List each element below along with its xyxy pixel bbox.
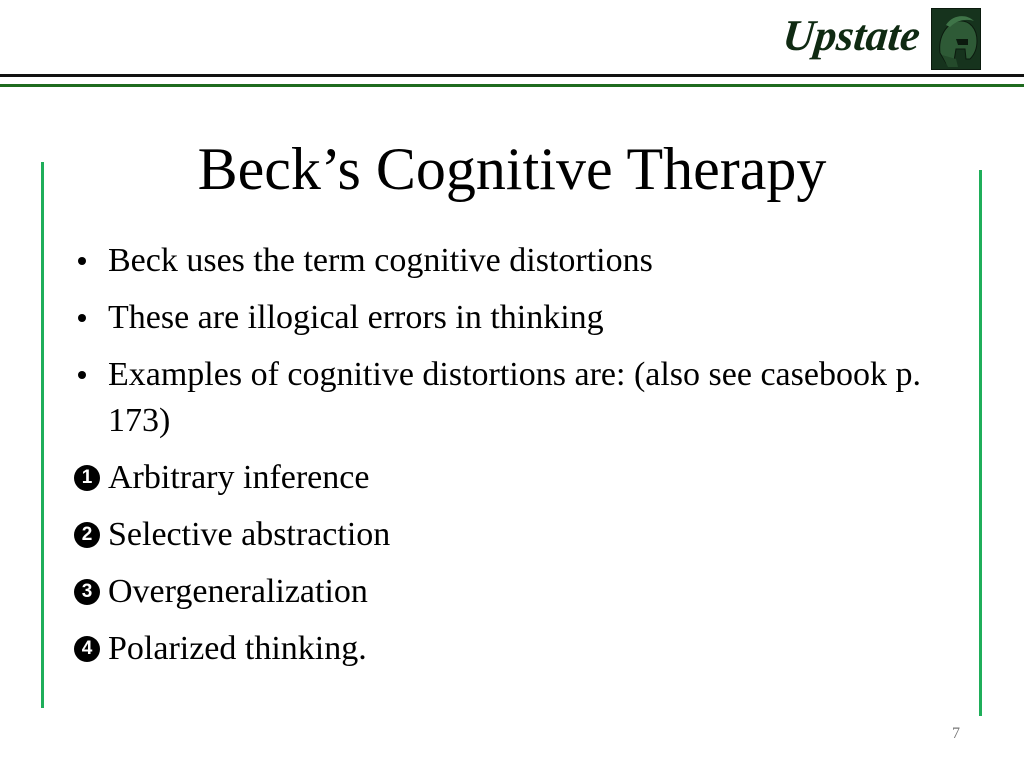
number-circle-icon: 1 <box>74 465 100 491</box>
right-accent-bar <box>979 170 982 716</box>
number-marker: 2 <box>70 512 108 558</box>
number-circle-icon: 4 <box>74 636 100 662</box>
bullet-marker <box>70 352 108 398</box>
header-rule-green <box>0 84 1024 87</box>
bullet-text: These are illogical errors in thinking <box>108 299 604 336</box>
numbered-item: 3 Overgeneralization <box>70 569 930 615</box>
page-number: 7 <box>952 725 960 742</box>
upstate-logo-text: Upstate <box>780 11 923 60</box>
spartan-helmet-graphic <box>932 9 980 69</box>
numbered-text: Selective abstraction <box>108 516 391 553</box>
numbered-text: Arbitrary inference <box>108 459 370 496</box>
number-circle-icon: 2 <box>74 522 100 548</box>
number-circle-icon: 3 <box>74 579 100 605</box>
slide-title: Beck’s Cognitive Therapy <box>197 136 827 202</box>
bullet-dot-icon <box>78 371 86 379</box>
number-marker: 1 <box>70 455 108 501</box>
left-accent-bar <box>41 162 44 708</box>
numbered-text: Overgeneralization <box>108 573 368 610</box>
number-marker: 3 <box>70 569 108 615</box>
header-rule-black <box>0 74 1024 77</box>
bullet-marker <box>70 238 108 284</box>
bullet-item: Examples of cognitive distortions are: (… <box>70 352 930 444</box>
bullet-text: Beck uses the term cognitive distortions <box>108 242 653 279</box>
bullet-dot-icon <box>78 314 86 322</box>
bullet-item: These are illogical errors in thinking <box>70 295 930 341</box>
bullet-marker <box>70 295 108 341</box>
numbered-item: 1 Arbitrary inference <box>70 455 930 501</box>
numbered-text: Polarized thinking. <box>108 630 367 667</box>
numbered-item: 2 Selective abstraction <box>70 512 930 558</box>
bullet-item: Beck uses the term cognitive distortions <box>70 238 930 284</box>
numbered-item: 4 Polarized thinking. <box>70 626 930 672</box>
bullet-dot-icon <box>78 257 86 265</box>
number-marker: 4 <box>70 626 108 672</box>
slide-content-list: Beck uses the term cognitive distortions… <box>70 238 930 683</box>
bullet-text: Examples of cognitive distortions are: (… <box>108 356 921 439</box>
spartan-helmet-icon <box>931 8 981 70</box>
